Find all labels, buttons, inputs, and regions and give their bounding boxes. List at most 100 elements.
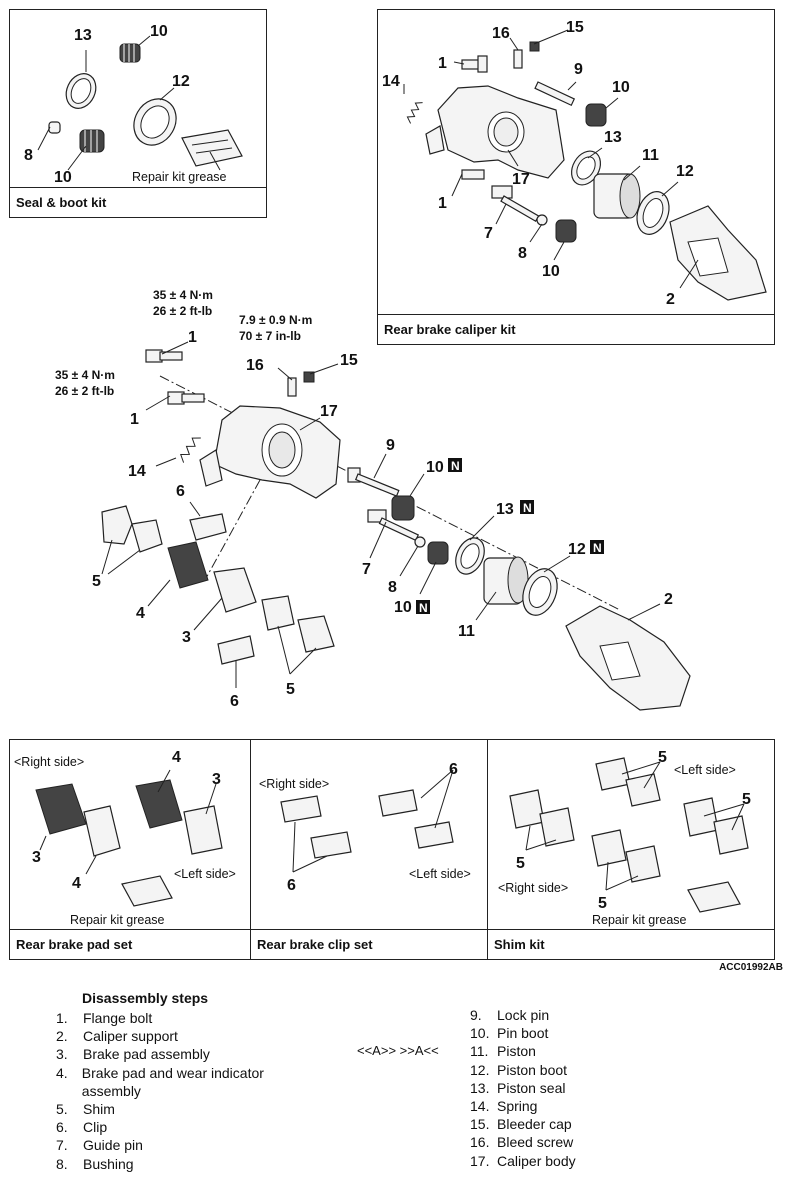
- caliper-kit-illustration: 16 15 1 14 9 10 13 11 12 17 1 7 8 10 2: [382, 19, 767, 308]
- step-item: 3. Brake pad assembly: [56, 1045, 316, 1063]
- callout-5: 5: [742, 791, 751, 808]
- step-item: 14.Spring: [470, 1097, 670, 1115]
- callout-11: 11: [642, 147, 659, 164]
- new-part-mark: N: [419, 601, 428, 615]
- pad-set-illustration: <Right side> 4 3 3 4 <Left side> Repair …: [14, 749, 236, 927]
- wear-indicator-pad: [167, 541, 209, 589]
- callout-17: 17: [512, 171, 530, 188]
- step-text: Caliper support: [83, 1028, 178, 1045]
- clip-lower: [217, 635, 255, 665]
- callout-7: 7: [484, 225, 493, 242]
- callout-5: 5: [286, 681, 295, 698]
- step-item: 11.Piston: [470, 1042, 670, 1060]
- step-text: Clip: [83, 1119, 108, 1136]
- pin-boot: [585, 103, 607, 127]
- reference-markers: <<A>> >>A<<: [357, 1043, 439, 1058]
- callout-13: 13: [74, 27, 92, 44]
- step-item: 9.Lock pin: [470, 1006, 670, 1024]
- lock-pin: [534, 81, 576, 107]
- step-number: 6.: [56, 1119, 68, 1136]
- guide-pin: [491, 185, 540, 223]
- caliper-kit-panel: 16 15 1 14 9 10 13 11 12 17 1 7 8 10 2 R…: [377, 9, 775, 345]
- step-number: 9.: [470, 1007, 482, 1023]
- caliper-body: [199, 405, 341, 499]
- shim: [713, 815, 749, 855]
- callout-5: 5: [658, 749, 667, 766]
- clip-set-illustration: <Right side> 6 6 <Left side>: [259, 761, 471, 894]
- step-number: 7.: [56, 1137, 68, 1154]
- bleeder-cap: [529, 41, 540, 52]
- shim: [625, 845, 661, 883]
- piston-seal: [570, 150, 602, 186]
- seal-boot-kit-panel: 13 10 12 8 10 Repair kit grease Seal & b…: [9, 9, 267, 218]
- seal-boot-kit-caption: Seal & boot kit: [10, 187, 266, 217]
- torque-upper-ftlb: 26 ± 2 ft-lb: [153, 304, 212, 318]
- step-text: Piston boot: [497, 1061, 568, 1078]
- step-text: Pin boot: [497, 1025, 549, 1042]
- piston: [593, 173, 641, 219]
- steps-title: Disassembly steps: [82, 990, 209, 1006]
- step-item: 8.Bushing: [56, 1155, 316, 1173]
- brake-pad-left: [135, 779, 183, 829]
- step-number: 4.: [56, 1064, 68, 1081]
- bushing: [414, 536, 426, 548]
- step-number: 3.: [56, 1046, 68, 1063]
- shim-kit-illustration: <Left side> 5 5 5 5 <Right side> Repair …: [498, 749, 751, 927]
- callout-14: 14: [128, 463, 146, 480]
- callout-4: 4: [72, 875, 81, 892]
- step-item: 2.Caliper support: [56, 1027, 316, 1045]
- step-item: 13. Piston seal: [470, 1079, 670, 1097]
- callout-12: 12: [568, 541, 586, 558]
- callout-13: 13: [604, 129, 622, 146]
- grease-label: Repair kit grease: [592, 913, 687, 927]
- spring: [180, 437, 201, 463]
- grease-packet: [121, 875, 173, 907]
- pin-boot-lower: [555, 219, 577, 243]
- grease-packet: [181, 129, 243, 167]
- callout-3: 3: [32, 849, 41, 866]
- step-number: 13.: [470, 1079, 490, 1096]
- right-side-label: <Right side>: [498, 881, 568, 895]
- step-number: 5.: [56, 1101, 68, 1118]
- callout-16: 16: [246, 357, 264, 374]
- callout-6: 6: [230, 693, 239, 710]
- callout-6: 6: [287, 877, 296, 894]
- new-part-badge: [416, 600, 430, 614]
- bleeder-cap: [303, 371, 315, 383]
- step-text: Bleeder cap: [497, 1116, 572, 1133]
- brake-pad-right: [35, 783, 87, 835]
- step-item: 6. Clip: [56, 1118, 316, 1136]
- step-text: Guide pin: [83, 1137, 143, 1154]
- new-part-badge: [520, 500, 534, 514]
- exploded-view-diagram: 35 ± 4 N·m 26 ± 2 ft-lb 35 ± 4 N·m 26 ± …: [55, 288, 691, 711]
- step-item: 10.Pin boot: [470, 1024, 670, 1042]
- shim-upper: [101, 505, 163, 553]
- clip: [378, 789, 418, 817]
- callout-10: 10: [150, 23, 168, 40]
- step-item: 5. Shim: [56, 1100, 316, 1118]
- torque-upper-nm: 35 ± 4 N·m: [153, 288, 213, 302]
- callout-17: 17: [320, 403, 338, 420]
- step-text: Brake pad assembly: [83, 1046, 210, 1063]
- step-item: 4. Brake pad and wear indicator assembly: [56, 1064, 316, 1100]
- step-number: 11.: [470, 1043, 489, 1060]
- piston: [483, 556, 529, 605]
- bushing: [536, 214, 548, 226]
- torque-lower-nm: 35 ± 4 N·m: [55, 368, 115, 382]
- seal-boot-kit-illustration: 13 10 12 8 10 Repair kit grease: [24, 23, 243, 186]
- step-item: 15.Bleeder cap: [470, 1115, 670, 1133]
- callout-8: 8: [24, 147, 33, 164]
- step-text: Shim: [83, 1101, 115, 1118]
- callout-6: 6: [449, 761, 458, 778]
- clip-set-caption: Rear brake clip set: [251, 929, 487, 959]
- step-text: Flange bolt: [83, 1010, 153, 1026]
- step-text: Brake pad and wear indicator assembly: [81, 1064, 264, 1099]
- step-text: Piston seal: [497, 1079, 566, 1096]
- callout-12: 12: [676, 163, 694, 180]
- spring: [406, 102, 423, 124]
- callout-6: 6: [176, 483, 185, 500]
- callout-9: 9: [574, 61, 583, 78]
- callout-8: 8: [518, 245, 527, 262]
- new-part-mark: N: [523, 501, 532, 515]
- callout-10: 10: [612, 79, 630, 96]
